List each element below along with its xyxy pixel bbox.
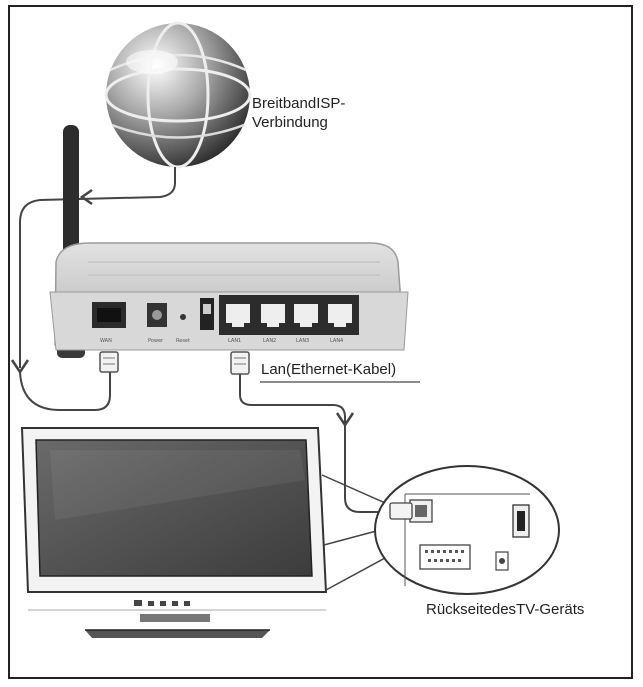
wan-plug bbox=[99, 351, 119, 373]
tv-back-label: RückseitedesTV-Geräts bbox=[426, 601, 585, 618]
lan-arrow-down bbox=[335, 412, 355, 428]
svg-text:WAN: WAN bbox=[100, 338, 112, 344]
television bbox=[20, 427, 328, 638]
svg-text:Power: Power bbox=[148, 338, 164, 344]
svg-text:LAN4: LAN4 bbox=[330, 338, 343, 344]
lan-cable-label: Lan(Ethernet-Kabel) bbox=[261, 361, 397, 378]
tv-port-panel bbox=[374, 465, 560, 595]
svg-text:Reset: Reset bbox=[176, 338, 190, 344]
isp-cable bbox=[19, 167, 176, 368]
isp-arrow-right bbox=[79, 188, 93, 206]
isp-connection-label: BreitbandISP- Verbindung bbox=[252, 94, 392, 132]
lan-cable bbox=[239, 374, 395, 513]
zoom-line-middle bbox=[323, 529, 381, 546]
zoom-line-top bbox=[321, 474, 393, 507]
svg-text:LAN2: LAN2 bbox=[263, 338, 276, 344]
zoom-line-bottom bbox=[325, 557, 386, 591]
globe-icon bbox=[104, 21, 252, 169]
isp-label-line2: Verbindung bbox=[252, 114, 328, 131]
svg-text:LAN3: LAN3 bbox=[296, 338, 309, 344]
lan-plug bbox=[230, 351, 250, 375]
isp-label-line1: BreitbandISP- bbox=[252, 95, 346, 112]
svg-text:LAN1: LAN1 bbox=[228, 338, 241, 344]
wan-cable bbox=[19, 370, 111, 411]
wifi-router: WAN Power Reset LAN1 LAN2 LAN3 LAN4 bbox=[49, 242, 409, 351]
